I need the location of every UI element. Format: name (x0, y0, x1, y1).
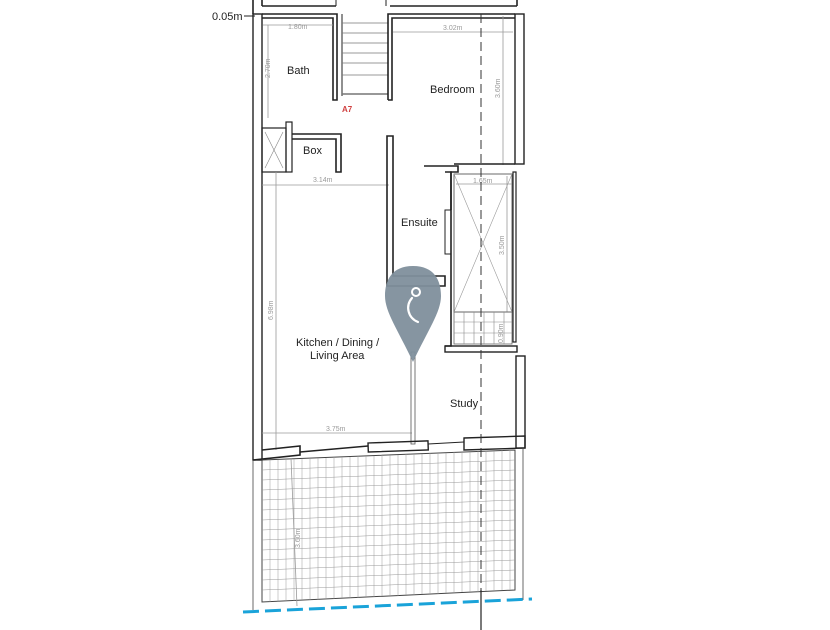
reference-tag-a7: A7 (342, 105, 353, 114)
location-pin-icon[interactable] (385, 266, 441, 362)
room-label-bath: Bath (287, 65, 310, 77)
void-area: 1.65m 3.50m 0.90m (444, 173, 518, 353)
dim-balcony-depth: 0.90m (498, 323, 505, 343)
room-label-ensuite: Ensuite (401, 217, 438, 229)
exterior-walls (252, 13, 526, 461)
room-label-box: Box (303, 145, 322, 157)
staircase: A7 (341, 14, 389, 114)
terrace: 3.60m (252, 448, 524, 610)
room-study: Study (450, 398, 479, 410)
balcony-grid (453, 311, 513, 345)
dim-void-width: 1.65m (473, 178, 493, 185)
dim-bath-width: 1.80m (288, 24, 308, 31)
dim-kitchen-depth: 6.98m (268, 300, 275, 320)
room-bath: 1.80m 2.70m Bath (262, 13, 338, 118)
room-box: Box (261, 121, 342, 173)
dim-bedroom-width: 3.02m (443, 25, 463, 32)
dim-terrace-depth: 3.60m (295, 528, 302, 548)
room-label-study: Study (450, 398, 479, 410)
dim-kitchen-bottom-width: 3.75m (326, 426, 346, 433)
room-bedroom: 3.02m 3.60m Bedroom (387, 13, 515, 165)
room-label-kitchen-line1: Kitchen / Dining / (296, 337, 380, 349)
dim-kitchen-top-width: 3.14m (313, 177, 333, 184)
top-edge (252, 0, 518, 14)
dim-bath-depth: 2.70m (265, 58, 272, 78)
dim-void-depth: 3.50m (499, 235, 506, 255)
level-marker: 0.05m (212, 11, 255, 23)
room-label-bedroom: Bedroom (430, 84, 475, 96)
property-boundary-line (242, 597, 533, 614)
room-kitchen-dining-living: 3.14m 6.98m 3.75m Kitchen / Dining / Liv… (262, 172, 416, 450)
front-facade (252, 435, 526, 461)
level-marker-label: 0.05m (212, 11, 243, 23)
dim-bedroom-depth: 3.60m (495, 78, 502, 98)
room-label-kitchen-line2: Living Area (310, 350, 365, 362)
